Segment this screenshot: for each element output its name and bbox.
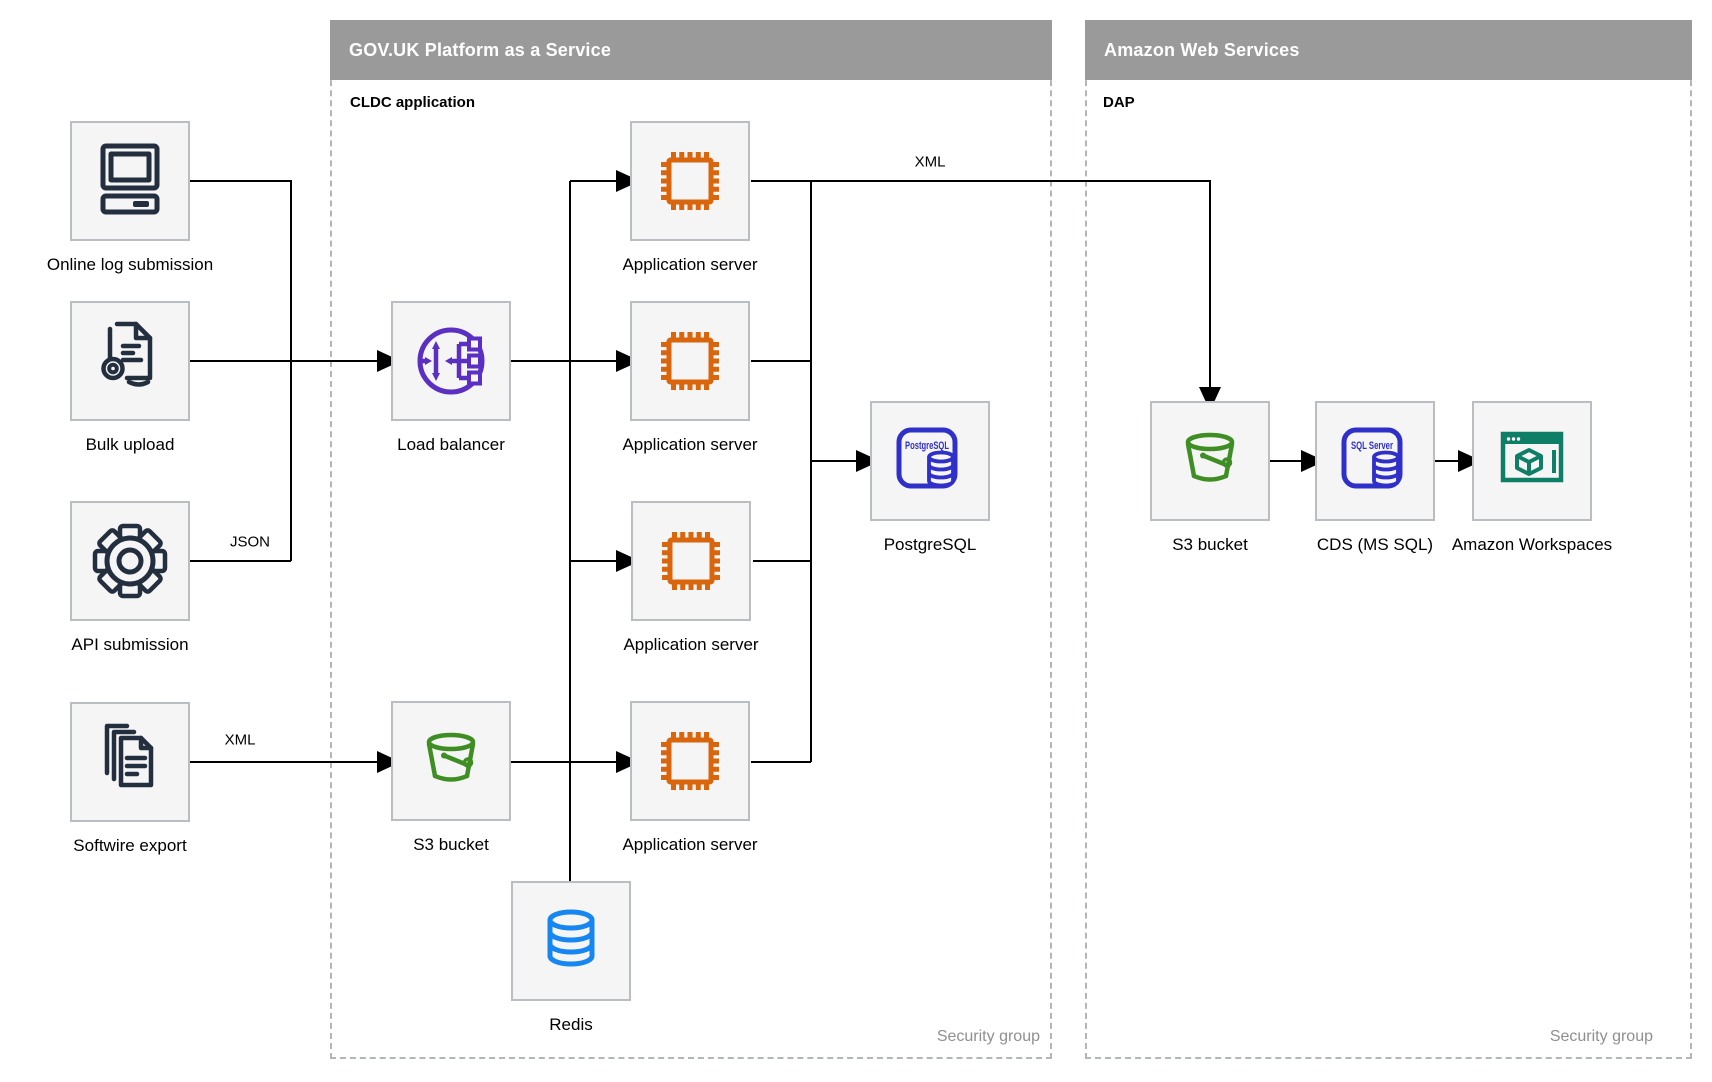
- node-application-server-4[interactable]: [630, 701, 750, 821]
- processor-chip-icon: [661, 332, 719, 390]
- container-govuk-paas-footer: Security group: [936, 1028, 1040, 1045]
- edge-label-xml-export: XML: [221, 730, 259, 750]
- node-label: Load balancer: [397, 435, 505, 454]
- node-label: Amazon Workspaces: [1451, 535, 1613, 554]
- edge-label-xml-transfer: XML: [911, 152, 949, 172]
- gear-icon: [92, 523, 168, 599]
- node-label: S3 bucket: [1172, 535, 1248, 554]
- document-gear-icon: [101, 321, 153, 387]
- node-postgresql[interactable]: PostgreSQL: [870, 401, 990, 521]
- node-label: Softwire export: [73, 836, 187, 855]
- node-label: Application server: [622, 255, 758, 274]
- sql-server-database-icon: SQL Server: [1341, 427, 1403, 489]
- processor-chip-icon: [661, 732, 719, 790]
- container-govuk-paas-subtitle: CLDC application: [350, 94, 476, 111]
- container-aws-header: Amazon Web Services: [1085, 20, 1692, 80]
- node-label: S3 bucket: [413, 835, 489, 854]
- container-aws-footer: Security group: [1549, 1028, 1653, 1045]
- node-label: Application server: [623, 635, 759, 654]
- node-online-log-submission[interactable]: [70, 121, 190, 241]
- postgresql-wordmark: PostgreSQL: [905, 440, 949, 452]
- node-amazon-workspaces[interactable]: [1472, 401, 1592, 521]
- s3-bucket-icon: [1185, 432, 1235, 482]
- container-govuk-paas-title: GOV.UK Platform as a Service: [349, 39, 612, 60]
- node-s3-bucket-paas[interactable]: [391, 701, 511, 821]
- redis-database-icon: [547, 909, 595, 967]
- node-label: Redis: [549, 1015, 593, 1034]
- node-application-server-1[interactable]: [630, 121, 750, 241]
- desktop-computer-icon: [100, 143, 160, 215]
- postgresql-database-icon: PostgreSQL: [896, 427, 958, 489]
- node-label: CDS (MS SQL): [1316, 535, 1434, 554]
- processor-chip-icon: [661, 152, 719, 210]
- node-load-balancer[interactable]: [391, 301, 511, 421]
- node-cds-ms-sql[interactable]: SQL Server: [1315, 401, 1435, 521]
- documents-stack-icon: [104, 723, 154, 788]
- s3-bucket-icon: [426, 732, 476, 782]
- load-balancer-icon: [417, 327, 485, 395]
- node-label: API submission: [71, 635, 189, 654]
- container-aws-subtitle: DAP: [1103, 94, 1135, 111]
- node-api-submission[interactable]: [70, 501, 190, 621]
- node-softwire-export[interactable]: [70, 702, 190, 822]
- node-label: Bulk upload: [85, 435, 175, 454]
- node-redis[interactable]: [511, 881, 631, 1001]
- container-govuk-paas-header: GOV.UK Platform as a Service: [330, 20, 1052, 80]
- container-aws-title: Amazon Web Services: [1104, 39, 1300, 60]
- node-bulk-upload[interactable]: [70, 301, 190, 421]
- node-s3-bucket-aws[interactable]: [1150, 401, 1270, 521]
- node-label: Application server: [622, 435, 758, 454]
- edge-label-json: JSON: [226, 532, 274, 552]
- amazon-workspaces-icon: [1500, 431, 1564, 483]
- node-label: Online log submission: [46, 255, 214, 274]
- sql-server-wordmark: SQL Server: [1351, 440, 1393, 452]
- processor-chip-icon: [662, 532, 720, 590]
- node-label: PostgreSQL: [883, 535, 977, 554]
- node-label: Application server: [622, 835, 758, 854]
- node-application-server-2[interactable]: [630, 301, 750, 421]
- node-application-server-3[interactable]: [631, 501, 751, 621]
